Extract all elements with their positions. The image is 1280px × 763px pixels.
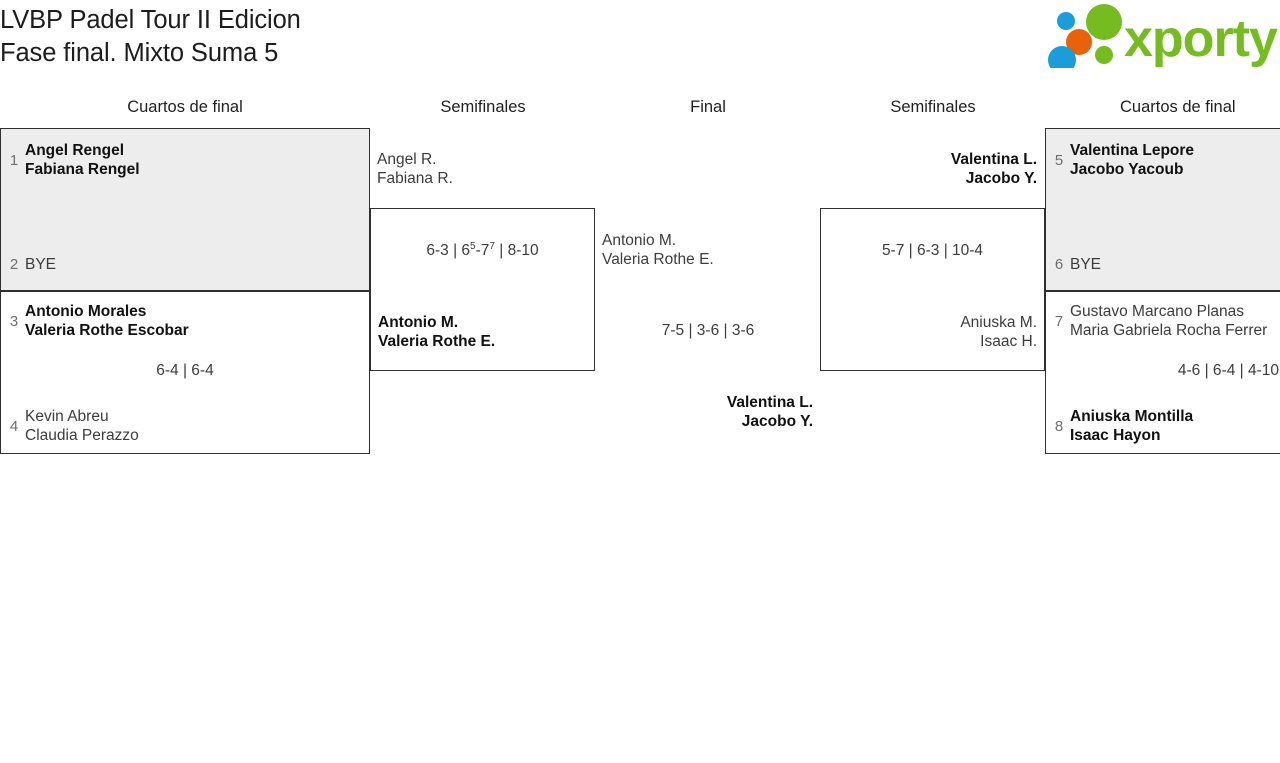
match-qf1-team-top[interactable]: 1 Angel Rengel Fabiana Rengel <box>3 139 140 181</box>
match-final-team-top[interactable]: Antonio M. Valeria Rothe E. <box>602 229 714 271</box>
player-name: Fabiana Rengel <box>25 161 140 178</box>
logo-wordmark: xporty <box>1124 10 1278 68</box>
player-name: Jacobo Y. <box>741 413 813 430</box>
player-name: Antonio M. <box>378 314 459 331</box>
player-name: Fabiana R. <box>377 170 453 187</box>
round-header-semifinals-left: Semifinales <box>440 98 526 116</box>
match-sf-right-team-top[interactable]: Valentina L. Jacobo Y. <box>951 148 1037 190</box>
player-name: Valentina L. <box>726 394 813 411</box>
match-qf1-right-team-bottom[interactable]: 6 BYE <box>1048 253 1101 275</box>
round-header-semifinals-right: Semifinales <box>890 98 976 116</box>
seed-number: 6 <box>1054 255 1064 273</box>
match-sf-right[interactable]: 5-7 | 6-3 | 10-4 Aniuska M. Isaac H. <box>820 208 1045 371</box>
match-qf1-right-team-top[interactable]: 5 Valentina Lepore Jacobo Yacoub <box>1048 139 1194 181</box>
match-qf2-team-top[interactable]: 3 Antonio Morales Valeria Rothe Escobar <box>3 300 189 342</box>
player-name: Gustavo Marcano Planas <box>1070 303 1245 320</box>
match-sf-right-score: 5-7 | 6-3 | 10-4 <box>881 242 984 259</box>
player-name: Jacobo Y. <box>965 170 1037 187</box>
match-sf-left-team-top[interactable]: Angel R. Fabiana R. <box>377 148 453 190</box>
match-qf1-right[interactable]: 5 Valentina Lepore Jacobo Yacoub 6 BYE <box>1045 128 1280 291</box>
player-name: Antonio M. <box>602 232 677 249</box>
score-part-1: 6-3 | 6 <box>426 242 471 259</box>
score-tiebreak-1: 5 <box>470 240 476 252</box>
match-qf2-team-bottom[interactable]: 4 Kevin Abreu Claudia Perazzo <box>3 405 139 447</box>
match-sf-left-team-bottom[interactable]: Antonio M. Valeria Rothe E. <box>378 311 495 353</box>
tournament-name: LVBP Padel Tour II Edicion <box>0 6 301 34</box>
match-qf2-right-team-top[interactable]: 7 Gustavo Marcano Planas Maria Gabriela … <box>1048 300 1267 342</box>
match-qf2-right[interactable]: 7 Gustavo Marcano Planas Maria Gabriela … <box>1045 291 1280 454</box>
page-title: LVBP Padel Tour II Edicion Fase final. M… <box>0 0 760 70</box>
logo-dot-orange <box>1066 29 1092 55</box>
xporty-logo[interactable]: xporty <box>1048 4 1280 68</box>
match-sf-right-team-bottom[interactable]: Aniuska M. Isaac H. <box>960 311 1037 353</box>
player-name: Angel R. <box>377 151 437 168</box>
match-sf-left[interactable]: 6-3 | 65-77 | 8-10 Antonio M. Valeria Ro… <box>370 208 595 371</box>
player-name: BYE <box>25 255 57 273</box>
seed-number: 7 <box>1054 312 1064 330</box>
match-final-score: 7-5 | 3-6 | 3-6 <box>661 322 755 339</box>
player-name: Aniuska M. <box>960 314 1037 331</box>
match-qf1-left[interactable]: 1 Angel Rengel Fabiana Rengel 2 BYE <box>0 128 370 291</box>
player-name: Valentina L. <box>950 151 1037 168</box>
seed-number: 8 <box>1054 417 1064 435</box>
round-header-quarterfinals-right: Cuartos de final <box>1120 98 1236 116</box>
logo-dot-blue-large <box>1048 46 1076 68</box>
logo-dot-green-large <box>1086 4 1122 40</box>
player-name: Valeria Rothe E. <box>378 333 496 350</box>
seed-number: 1 <box>9 151 19 169</box>
match-final-team-bottom[interactable]: Valentina L. Jacobo Y. <box>727 391 813 433</box>
match-qf2-right-score: 4-6 | 6-4 | 4-10 <box>1177 362 1279 379</box>
score-part-2: -7 <box>475 242 490 259</box>
player-name: Valeria Rothe E. <box>602 251 714 268</box>
seed-number: 4 <box>9 417 19 435</box>
score-tiebreak-2: 7 <box>489 240 495 252</box>
match-qf2-score: 6-4 | 6-4 <box>156 362 214 379</box>
seed-number: 2 <box>9 255 19 273</box>
player-name: Kevin Abreu <box>25 408 109 425</box>
player-name: Isaac H. <box>980 333 1037 350</box>
player-name: Aniuska Montilla <box>1070 408 1194 425</box>
match-qf2-right-team-bottom[interactable]: 8 Aniuska Montilla Isaac Hayon <box>1048 405 1193 447</box>
match-sf-left-score: 6-3 | 65-77 | 8-10 <box>371 241 594 261</box>
player-name: Claudia Perazzo <box>25 427 139 444</box>
seed-number: 5 <box>1054 151 1064 169</box>
player-name: Angel Rengel <box>25 142 125 159</box>
player-name: BYE <box>1070 255 1102 273</box>
player-name: Maria Gabriela Rocha Ferrer <box>1070 322 1268 339</box>
score-part-3: | 8-10 <box>494 242 539 259</box>
seed-number: 3 <box>9 312 19 330</box>
player-name: Isaac Hayon <box>1070 427 1161 444</box>
match-qf2-left[interactable]: 3 Antonio Morales Valeria Rothe Escobar … <box>0 291 370 454</box>
round-header-final: Final <box>690 98 726 116</box>
round-header-quarterfinals-left: Cuartos de final <box>127 98 243 116</box>
tournament-phase: Fase final. Mixto Suma 5 <box>0 39 279 67</box>
match-qf1-team-bottom[interactable]: 2 BYE <box>3 253 56 275</box>
player-name: Valeria Rothe Escobar <box>25 322 189 339</box>
player-name: Jacobo Yacoub <box>1070 161 1184 178</box>
player-name: Valentina Lepore <box>1070 142 1195 159</box>
player-name: Antonio Morales <box>25 303 147 320</box>
logo-dot-green-small <box>1095 46 1113 64</box>
logo-dot-blue-small <box>1057 12 1075 30</box>
